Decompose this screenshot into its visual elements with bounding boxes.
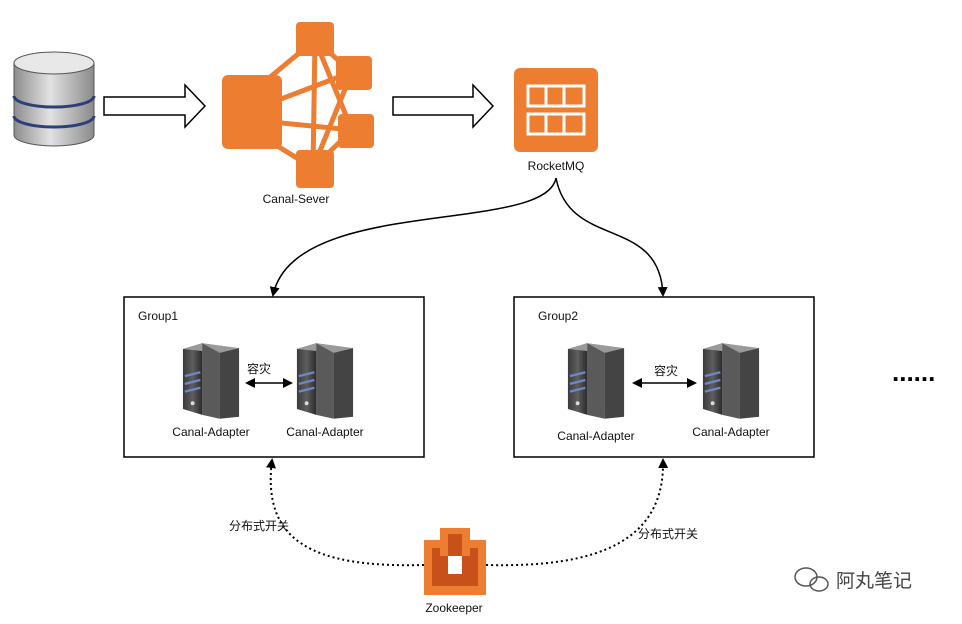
failover-label: 容灾 (654, 363, 678, 378)
adapter-label: Canal-Adapter (692, 425, 769, 439)
mq-to-group2-connector (555, 177, 668, 297)
mq-to-group1-connector (269, 177, 557, 297)
group-label: Group1 (138, 309, 178, 323)
adapter-label: Canal-Adapter (172, 425, 249, 439)
rocketmq-icon (514, 68, 598, 152)
adapter-label: Canal-Adapter (557, 429, 634, 443)
zk-to-group1-connector (266, 458, 425, 567)
database-icon (12, 51, 96, 147)
server-icon (181, 342, 241, 420)
group-box-2: Group2 Canal-Adapter Canal-Adapter 容灾 (513, 296, 815, 458)
zookeeper-label: Zookeeper (425, 601, 482, 615)
more-groups-ellipsis: ...... (892, 357, 935, 387)
group-label: Group2 (538, 309, 578, 323)
flow-arrow-db-to-canal (103, 83, 207, 129)
server-icon (566, 342, 626, 420)
switch-label: 分布式开关 (229, 519, 289, 533)
zk-to-group2-connector (485, 458, 669, 567)
failover-label: 容灾 (247, 361, 271, 376)
zookeeper-icon (424, 528, 486, 595)
watermark-text: 阿丸笔记 (836, 570, 912, 592)
flow-arrow-canal-to-mq (392, 83, 495, 129)
rocketmq-label: RocketMQ (528, 159, 585, 173)
group-box-1: Group1 Canal-Adapter Canal-Adapter 容灾 (123, 296, 425, 458)
server-icon (295, 342, 355, 420)
adapter-label: Canal-Adapter (286, 425, 363, 439)
switch-label: 分布式开关 (638, 527, 698, 541)
canal-server-label: Canal-Sever (263, 192, 330, 206)
wechat-icon (794, 567, 829, 592)
server-icon (701, 342, 761, 420)
canal-server-icon (222, 22, 374, 188)
